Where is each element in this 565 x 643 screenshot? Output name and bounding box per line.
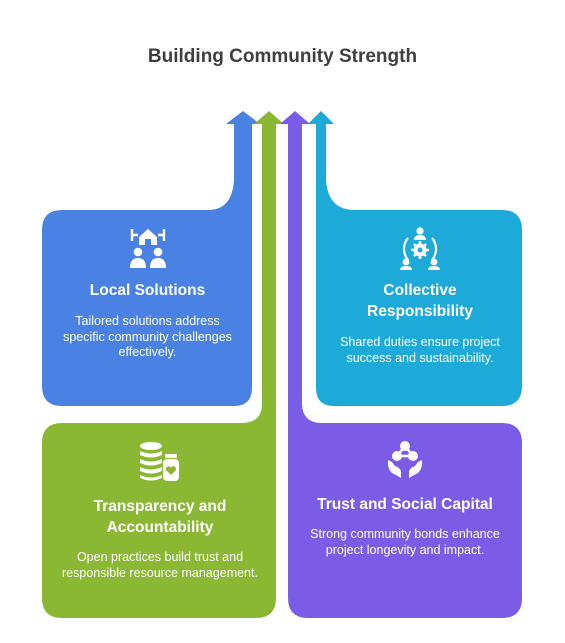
card-description: Tailored solutions address specific comm… xyxy=(63,314,232,359)
card-local-solutions: Local Solutions Tailored solutions addre… xyxy=(60,226,235,361)
transparency-card-shape xyxy=(42,111,284,618)
community-home-icon xyxy=(129,229,166,268)
card-collective-responsibility: Collective Responsibility Shared duties … xyxy=(330,226,510,366)
coins-jar-icon xyxy=(140,442,179,481)
page-title: Building Community Strength xyxy=(147,46,418,67)
local-solutions-card-shape xyxy=(42,111,260,406)
card-description: Shared duties ensure project success and… xyxy=(340,335,500,365)
card-title: Local Solutions xyxy=(89,282,206,299)
network-hands-icon xyxy=(387,441,423,478)
card-title: Transparency and Accountability xyxy=(93,498,227,536)
card-transparency-accountability: Transparency and Accountability Open pra… xyxy=(60,440,260,581)
trust-card-shape xyxy=(280,111,522,618)
team-gear-icon xyxy=(400,227,440,270)
card-description: Open practices build trust and responsib… xyxy=(62,550,258,580)
card-description: Strong community bonds enhance project l… xyxy=(310,527,500,557)
card-trust-social-capital: Trust and Social Capital Strong communit… xyxy=(305,440,505,558)
card-title: Trust and Social Capital xyxy=(317,496,493,513)
collective-responsibility-card-shape xyxy=(308,111,522,406)
card-title: Collective Responsibility xyxy=(367,282,473,320)
